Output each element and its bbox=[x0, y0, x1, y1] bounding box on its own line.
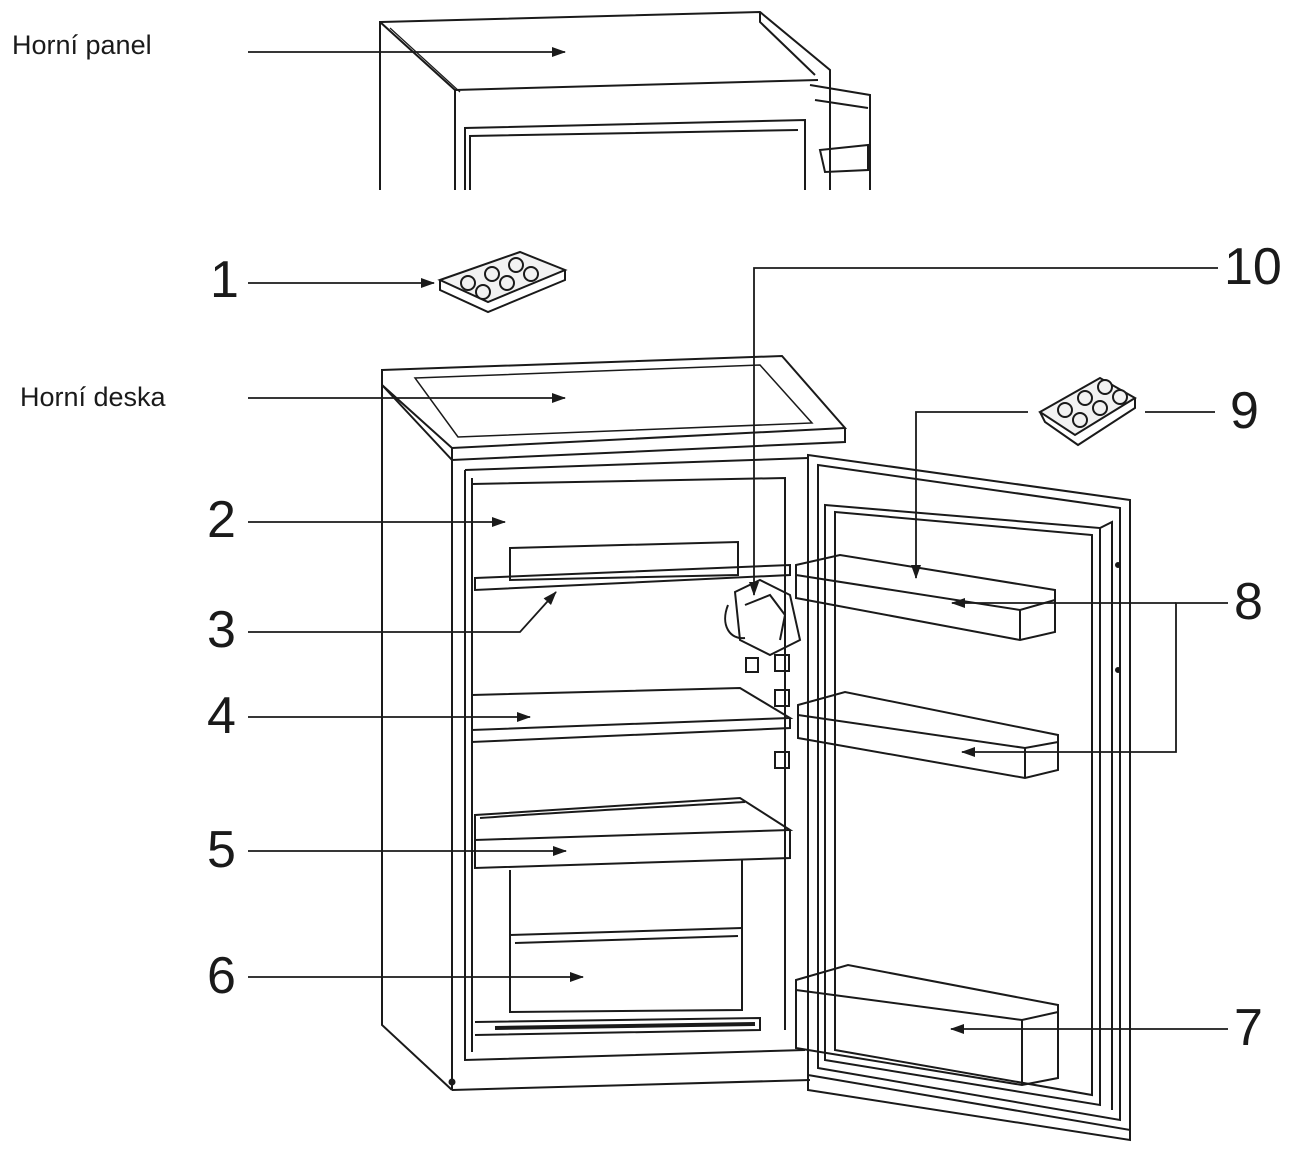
egg-tray-drawing bbox=[1038, 376, 1137, 447]
label-6: 6 bbox=[207, 947, 236, 1005]
fridge-door-drawing bbox=[795, 453, 1131, 1142]
label-1: 1 bbox=[210, 251, 239, 309]
label-8: 8 bbox=[1234, 573, 1263, 631]
top-panel-drawing bbox=[379, 10, 871, 190]
label-3: 3 bbox=[207, 601, 236, 659]
leader-lines bbox=[248, 47, 1228, 1034]
fridge-cabinet-drawing bbox=[381, 354, 848, 1091]
label-top-board: Horní deska bbox=[20, 382, 166, 412]
label-2: 2 bbox=[207, 491, 236, 549]
label-9: 9 bbox=[1230, 382, 1259, 440]
label-7: 7 bbox=[1234, 999, 1263, 1057]
label-top-panel: Horní panel bbox=[12, 30, 152, 60]
label-4: 4 bbox=[207, 687, 236, 745]
label-5: 5 bbox=[207, 821, 236, 879]
ice-tray-drawing bbox=[437, 250, 568, 314]
label-10: 10 bbox=[1224, 238, 1282, 296]
